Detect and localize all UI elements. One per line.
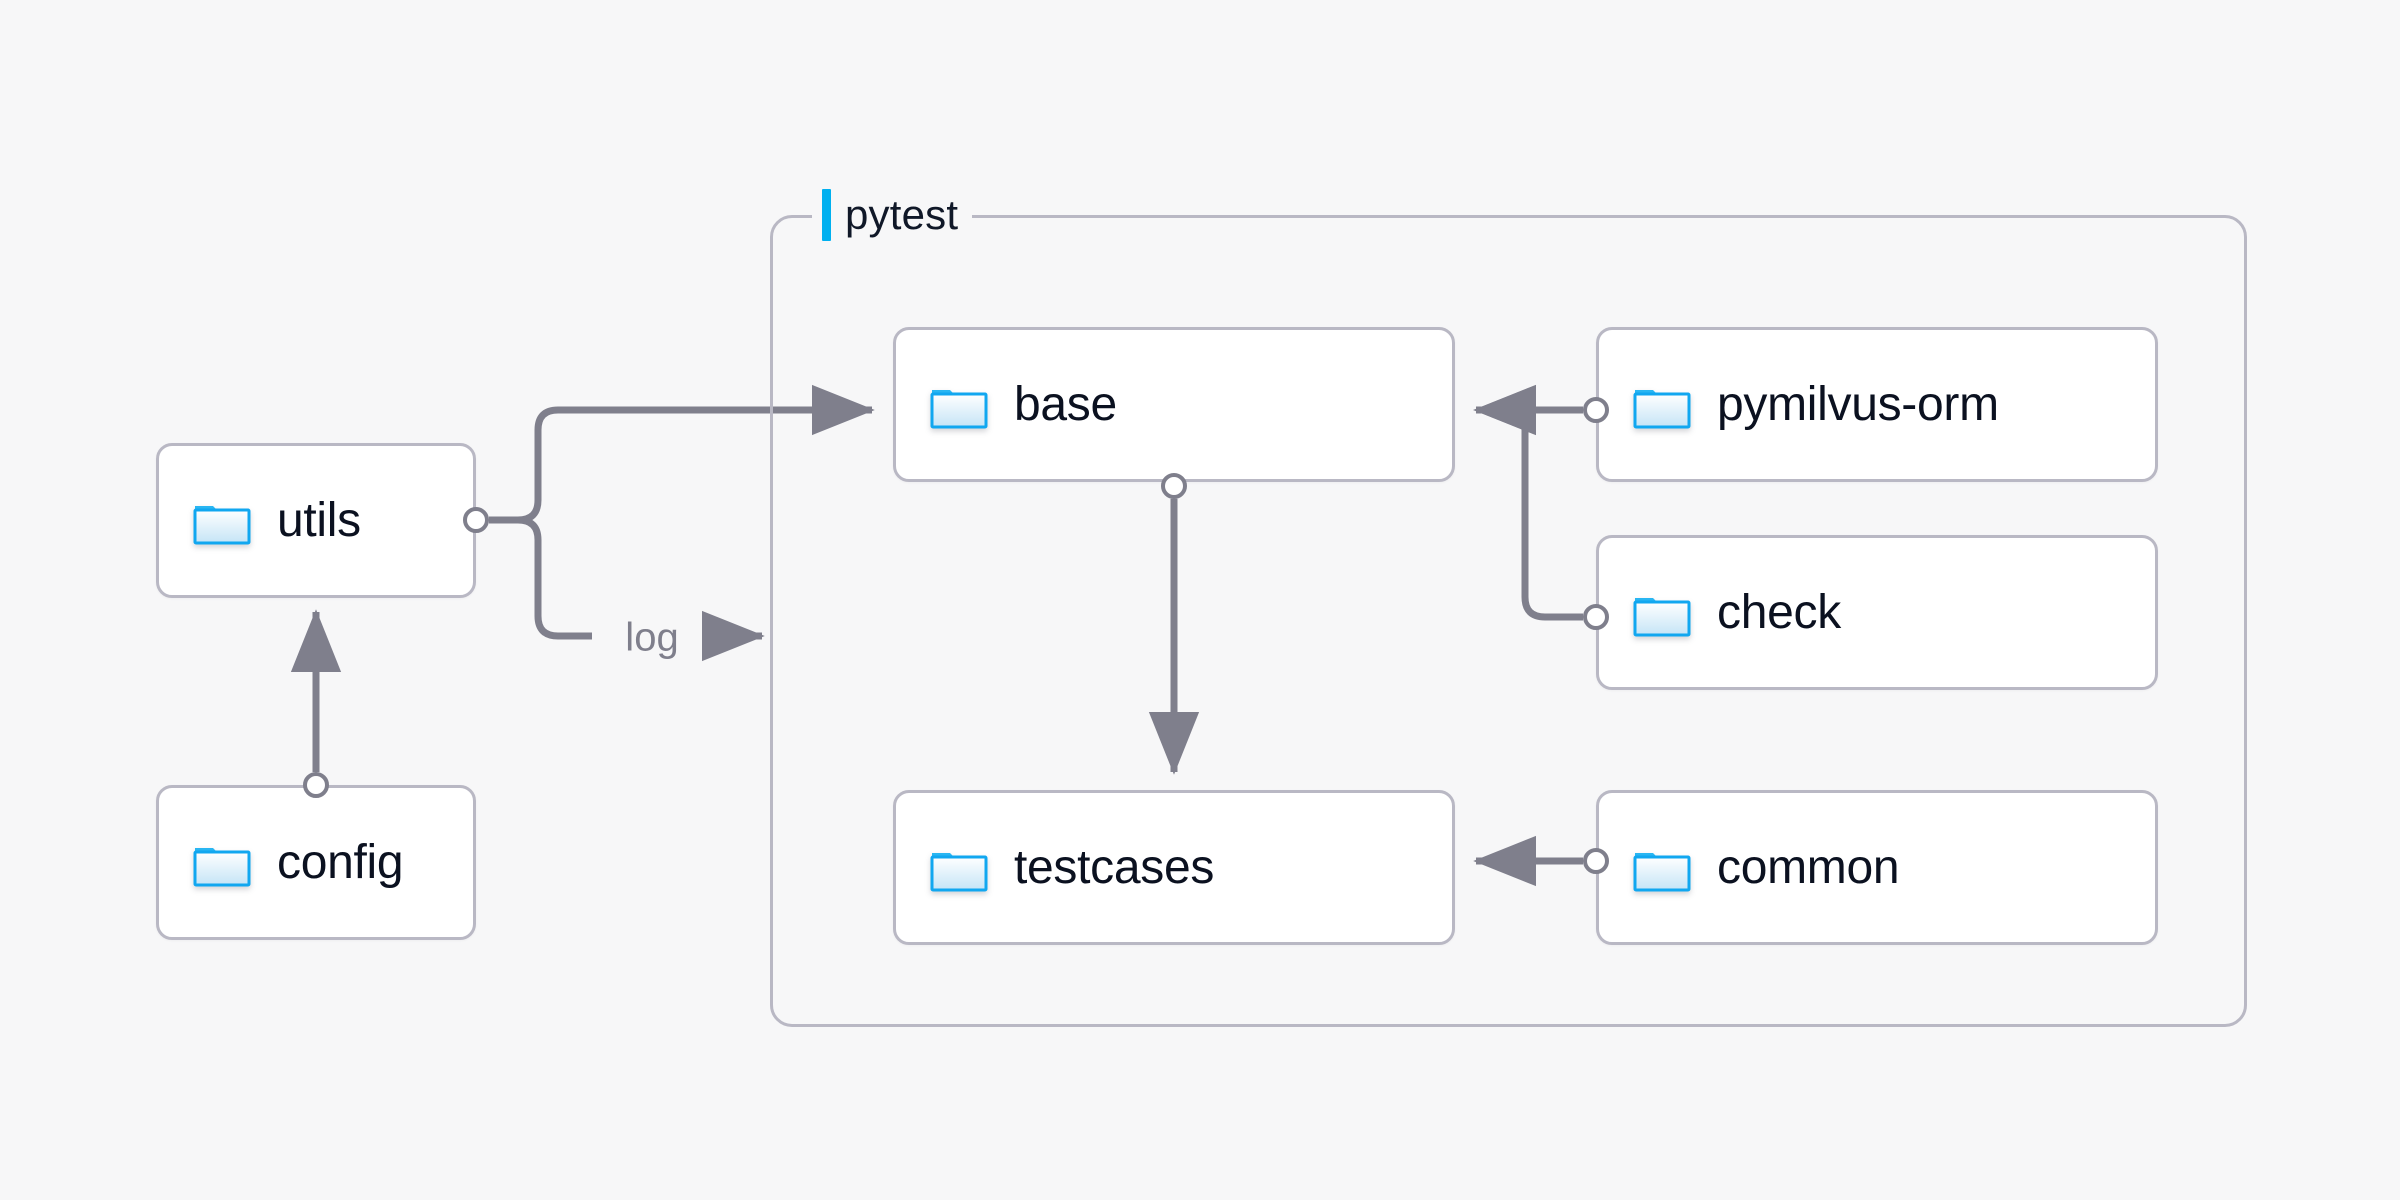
node-testcases[interactable]: testcases [893, 790, 1455, 945]
folder-icon [1633, 381, 1691, 429]
port-base-bottom[interactable] [1161, 473, 1187, 499]
folder-icon [930, 381, 988, 429]
edge-label-log: log [617, 615, 687, 661]
port-common-left[interactable] [1583, 848, 1609, 874]
node-common-label: common [1717, 841, 1900, 894]
node-base-label: base [1014, 378, 1117, 431]
node-check[interactable]: check [1596, 535, 2158, 690]
port-check-left[interactable] [1583, 604, 1609, 630]
node-config[interactable]: config [156, 785, 476, 940]
folder-icon [193, 497, 251, 545]
node-utils-label: utils [277, 494, 361, 547]
group-pytest-label: pytest [845, 191, 959, 238]
port-utils-right[interactable] [463, 507, 489, 533]
node-pymilvus-orm[interactable]: pymilvus-orm [1596, 327, 2158, 482]
group-pytest-label-wrap: pytest [812, 189, 973, 241]
group-pytest[interactable] [770, 215, 2247, 1027]
node-pymilvus-orm-label: pymilvus-orm [1717, 378, 1999, 431]
node-config-label: config [277, 836, 404, 889]
accent-bar-icon [822, 189, 831, 241]
folder-icon [193, 839, 251, 887]
node-common[interactable]: common [1596, 790, 2158, 945]
node-check-label: check [1717, 586, 1841, 639]
folder-icon [1633, 844, 1691, 892]
port-pymilvus-orm-left[interactable] [1583, 397, 1609, 423]
node-utils[interactable]: utils [156, 443, 476, 598]
node-base[interactable]: base [893, 327, 1455, 482]
port-config-top[interactable] [303, 772, 329, 798]
folder-icon [1633, 589, 1691, 637]
folder-icon [930, 844, 988, 892]
node-testcases-label: testcases [1014, 841, 1215, 894]
edge-utils-log [489, 516, 592, 640]
